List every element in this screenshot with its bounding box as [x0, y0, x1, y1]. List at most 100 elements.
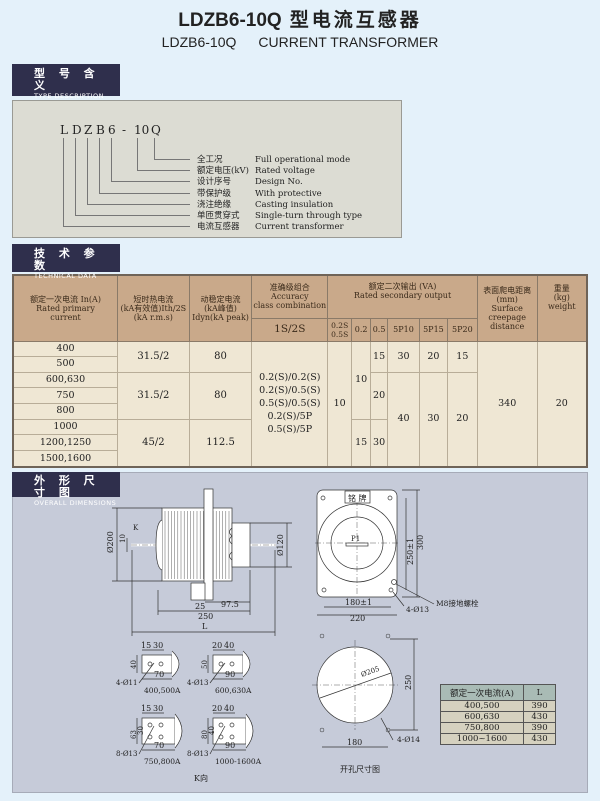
type-code-char: 10: [134, 123, 150, 137]
dim-300: 300: [416, 535, 425, 550]
type-desc-cn: 浇注绝缘: [197, 199, 232, 210]
type-desc-cn: 设计序号: [197, 177, 232, 188]
cell-out-5p15: 20: [418, 340, 448, 373]
leader-line: [75, 138, 190, 216]
cutout-drawing: Ø205 250 180 4-Ø14 开孔尺寸图: [312, 633, 420, 774]
k-view-terminal: 15 30 40 70 4-Ø11 400,500A: [116, 641, 181, 695]
type-desc-en: Current transformer: [255, 222, 344, 233]
header-1s2s: 1S/2S: [251, 317, 329, 342]
dim-250-1: 250±1: [406, 538, 415, 565]
cell-dynamic: 80: [188, 340, 253, 373]
leader-line: [111, 138, 190, 183]
length-table-l: 430: [523, 711, 556, 723]
cell-out-5p10: 40: [387, 371, 420, 468]
k-holes: 4-Ø11: [116, 679, 137, 687]
section-title-cn: 技 术 参 数: [34, 247, 100, 272]
cell-out-05: 20: [370, 371, 389, 420]
k-dim-h2: 40: [208, 726, 216, 735]
k-dim-h: 50: [201, 660, 209, 669]
k-caption: 750,800A: [144, 757, 181, 766]
cell-dynamic: 112.5: [188, 418, 253, 468]
type-code-char: B: [96, 123, 105, 137]
subtitle-model: LDZB6-10Q: [161, 34, 237, 50]
dim-220: 220: [350, 614, 365, 623]
leader-line: [99, 138, 190, 194]
cell-out-05: 30: [370, 418, 389, 468]
dim-250: 250: [198, 612, 213, 621]
header-dynamic-current: 动稳定电流(kA峰值)Idyn(kA peak): [188, 274, 253, 342]
cell-weight: 20: [536, 340, 588, 468]
type-desc-en: Casting insulation: [255, 199, 334, 210]
k-holes: 8-Ø13: [116, 750, 137, 758]
k-dim-a: 20: [212, 704, 222, 713]
type-desc-item: 带保护级 With protective: [197, 188, 322, 200]
cell-out-5p20: 20: [446, 371, 478, 468]
leader-line: [87, 138, 190, 205]
header-02: 0.2: [351, 317, 372, 342]
cell-current: 1000: [12, 418, 118, 436]
cutout-holes-label: 4-Ø14: [397, 735, 420, 744]
cutout-caption: 开孔尺寸图: [340, 764, 380, 774]
length-table-current: 750,800: [440, 722, 524, 734]
k-dim-h: 63: [130, 730, 138, 739]
k-dim-b: 30: [153, 704, 163, 713]
type-desc-en: Single-turn through type: [255, 211, 363, 221]
dim-cutout-250: 250: [404, 675, 413, 690]
k-dim-a: 15: [141, 641, 151, 650]
section-title-en: TYPE DESCRIPTION: [34, 92, 105, 100]
type-code-char: Z: [84, 123, 93, 137]
k-dim-w: 70: [154, 670, 164, 679]
cell-out-02s: 10: [327, 340, 353, 468]
type-desc-cn: 全工况: [197, 155, 223, 165]
dim-d200: Ø200: [106, 531, 115, 553]
k-holes: 4-Ø13: [187, 679, 208, 687]
type-desc-en: Design No.: [255, 177, 303, 188]
k-dim-a: 20: [212, 641, 222, 650]
type-desc-en: Rated voltage: [255, 166, 315, 177]
leader-line: [137, 138, 190, 172]
type-desc-en: Full operational mode: [255, 155, 351, 165]
dim-97-5: 97.5: [221, 600, 239, 609]
dim-k: K: [133, 524, 139, 532]
p1-label: P1: [351, 535, 360, 543]
k-view-terminal: 20 40 50 90 4-Ø13 600,630A: [187, 641, 252, 695]
cell-accuracy: 0.2(S)/0.2(S)0.2(S)/0.5(S)0.5(S)/0.5(S)0…: [251, 340, 329, 468]
cell-thermal: 31.5/2: [117, 340, 190, 373]
type-code-char: -: [122, 123, 127, 137]
type-desc-en: With protective: [255, 188, 322, 199]
type-desc-cn: 带保护级: [197, 188, 232, 199]
section-title-cn: 型 号 含 义: [34, 67, 100, 92]
dim-cutout-180: 180: [347, 738, 362, 747]
dim-10: 10: [119, 534, 127, 543]
k-caption: 1000-1600A: [215, 757, 262, 766]
length-table-l: 390: [523, 700, 556, 712]
type-desc-item: 额定电压(kV)Rated voltage: [197, 166, 315, 177]
header-secondary-output: 额定二次输出 (VA)Rated secondary output: [327, 274, 478, 319]
cell-current: 500: [12, 356, 118, 373]
cell-current: 400: [12, 340, 118, 358]
length-table-l: 430: [523, 733, 556, 745]
dim-l: L: [202, 622, 208, 631]
length-table-header-l: L: [523, 684, 556, 701]
holes-label: 4-Ø13: [406, 605, 429, 614]
cell-out-02: 10: [351, 340, 372, 420]
k-dim-b: 40: [224, 704, 234, 713]
k-caption: 400,500A: [144, 686, 181, 695]
k-dim-a: 15: [141, 704, 151, 713]
type-code-char: Q: [151, 123, 161, 137]
leader-line: [63, 138, 190, 228]
cell-thermal: 45/2: [117, 418, 190, 468]
k-dim-b: 30: [153, 641, 163, 650]
type-code-char: L: [60, 123, 68, 137]
